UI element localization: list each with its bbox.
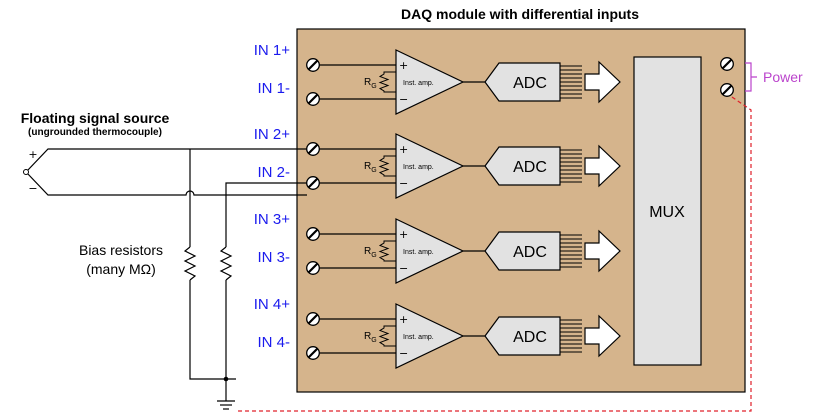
power-terminal-2[interactable] (720, 83, 734, 97)
inst-amp-label: Inst. amp. (403, 249, 434, 256)
terminal-minus[interactable] (306, 261, 320, 275)
ground-symbol (217, 400, 235, 410)
inst-amp-label: Inst. amp. (403, 80, 434, 87)
bias-node-dot (223, 376, 229, 382)
rg-label: RG (364, 331, 377, 344)
inst-amp-label: Inst. amp. (403, 164, 434, 171)
data-arrow (584, 60, 621, 104)
terminal-minus[interactable] (306, 346, 320, 360)
amp-plus-sign: + (399, 228, 408, 241)
inst-amp (395, 133, 465, 199)
rg-label: RG (364, 161, 377, 174)
data-bus-lines (560, 234, 582, 268)
source-subtitle: (ungrounded thermocouple) (28, 127, 162, 138)
amp-plus-sign: + (399, 313, 408, 326)
adc-label: ADC (513, 75, 547, 92)
input-label-plus: IN 2+ (254, 126, 291, 143)
terminal-plus[interactable] (306, 227, 320, 241)
inst-amp (395, 218, 465, 284)
input-label-minus: IN 1- (257, 80, 290, 97)
terminal-minus[interactable] (306, 92, 320, 106)
source-plus-sign: + (28, 148, 37, 161)
terminal-plus[interactable] (306, 142, 320, 156)
channel-2: IN 2+ IN 2- RG Inst. amp. + − ADC (254, 126, 621, 199)
data-arrow (584, 229, 621, 273)
bias-wire-plus-low (189, 280, 236, 380)
input-label-plus: IN 3+ (254, 211, 291, 228)
data-bus-lines (560, 149, 582, 183)
rg-resistor (378, 240, 396, 262)
amp-minus-sign: − (399, 93, 408, 106)
mux-label: MUX (649, 204, 685, 221)
bias-resistor-2 (219, 246, 233, 281)
amp-minus-sign: − (399, 347, 408, 360)
thermocouple-wire-minus (26, 172, 307, 196)
data-bus-lines (560, 319, 582, 353)
adc-label: ADC (513, 244, 547, 261)
thermocouple-junction (23, 169, 29, 175)
data-bus-lines (560, 65, 582, 99)
mux-block (633, 56, 702, 366)
bias-resistor-1 (183, 246, 197, 281)
bias-label-line1: Bias resistors (79, 242, 163, 258)
inst-amp-label: Inst. amp. (403, 334, 434, 341)
inst-amp (395, 303, 465, 369)
rg-label: RG (364, 246, 377, 259)
data-arrow (584, 144, 621, 188)
input-label-plus: IN 1+ (254, 42, 291, 59)
bias-wire-minus (225, 182, 307, 247)
thermocouple-wire-plus (26, 148, 307, 172)
power-bracket (745, 62, 757, 92)
input-label-minus: IN 3- (257, 249, 290, 266)
amp-minus-sign: − (399, 177, 408, 190)
diagram-title: DAQ module with differential inputs (401, 6, 639, 22)
power-terminal-1[interactable] (720, 57, 734, 71)
amp-plus-sign: + (399, 143, 408, 156)
data-arrow (584, 314, 621, 358)
channel-3: IN 3+ IN 3- RG Inst. amp. + − ADC (254, 211, 621, 284)
input-label-minus: IN 4- (257, 334, 290, 351)
terminal-plus[interactable] (306, 312, 320, 326)
source-minus-sign: − (28, 182, 37, 195)
ground-return-wire (236, 96, 752, 412)
amp-minus-sign: − (399, 262, 408, 275)
rg-label: RG (364, 77, 377, 90)
channel-1: IN 1+ IN 1- RG Inst. amp. + − ADC (254, 42, 621, 115)
rg-resistor (378, 325, 396, 347)
terminal-minus[interactable] (306, 176, 320, 190)
input-label-plus: IN 4+ (254, 296, 291, 313)
bias-label-line2: (many MΩ) (86, 261, 156, 277)
rg-resistor (378, 155, 396, 177)
terminal-plus[interactable] (306, 58, 320, 72)
power-label: Power (763, 69, 803, 85)
channel-4: IN 4+ IN 4- RG Inst. amp. + − ADC (254, 296, 621, 369)
input-label-minus: IN 2- (257, 164, 290, 181)
source-title: Floating signal source (21, 110, 170, 126)
rg-resistor (378, 71, 396, 93)
inst-amp (395, 49, 465, 115)
amp-plus-sign: + (399, 59, 408, 72)
adc-label: ADC (513, 159, 547, 176)
adc-label: ADC (513, 329, 547, 346)
